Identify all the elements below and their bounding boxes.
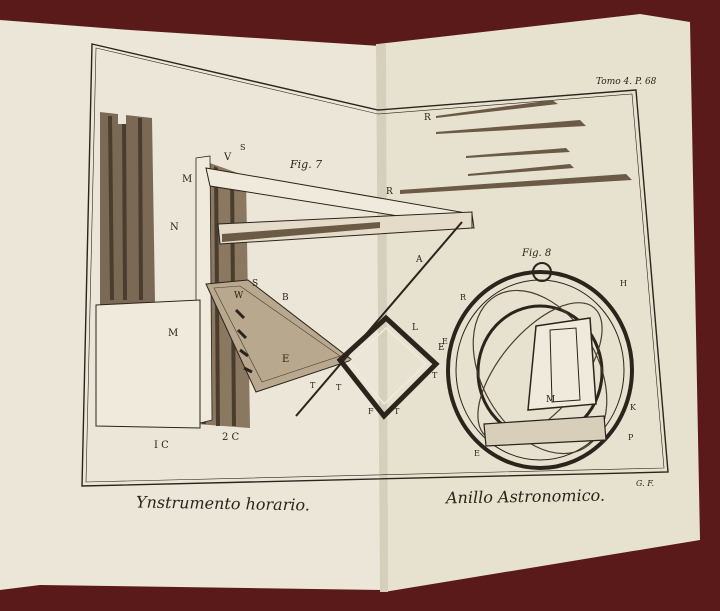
quadrant-dial [205, 279, 354, 393]
engraving-border [81, 43, 669, 487]
letter-ic: I C [154, 440, 169, 451]
base-plate [95, 299, 201, 429]
letter-n: N [170, 222, 179, 233]
letter-r2: R [386, 187, 393, 197]
engraving-border-inner [85, 47, 665, 483]
letter-2c: 2 C [222, 432, 240, 443]
letter-h: H [620, 279, 627, 288]
letter-r1: R [424, 113, 431, 123]
square-frame [295, 221, 463, 420]
plate-number: Tomo 4. P. 68 [596, 77, 657, 87]
astronomical-ring [446, 262, 634, 470]
letter-s: S [252, 279, 258, 289]
letter-m-box: M [168, 328, 178, 339]
letter-r3: R [460, 293, 467, 302]
letter-t2: T [336, 383, 342, 392]
letter-p: P [628, 433, 634, 442]
fig8-label: Fig. 8 [521, 248, 551, 259]
right-page [378, 14, 700, 592]
caption-left: Ynstrumento horario. [135, 492, 311, 515]
rods [400, 100, 632, 194]
letter-w: W [234, 291, 244, 301]
instrument-post [100, 112, 155, 306]
page-fold [376, 44, 388, 592]
engraving-letters: V S Fig. 7 M N M I C 2 C S W B E A L E T… [154, 113, 637, 458]
letter-k: K [630, 403, 637, 412]
fig7-label: Fig. 7 [289, 158, 322, 171]
letter-t4: T [394, 407, 400, 416]
letter-m-ring: M [546, 395, 555, 405]
letter-t1: T [432, 371, 438, 380]
letter-s-top: S [240, 143, 245, 152]
letter-e: E [282, 354, 289, 365]
letter-e3: E [442, 337, 448, 346]
letter-v: V [223, 152, 232, 163]
letter-b: B [282, 293, 289, 303]
letter-e4: E [474, 449, 480, 458]
letter-a: A [415, 255, 423, 265]
caption-right: Anillo Astronomico. [445, 485, 606, 508]
gnomon-arms [205, 167, 475, 245]
letter-t3: T [310, 381, 316, 390]
letter-e2: E [438, 343, 445, 353]
letter-m-top: M [182, 174, 192, 185]
letter-l: L [412, 323, 418, 333]
letter-f: F [368, 407, 374, 416]
engraver-signature: G. F. [636, 479, 655, 488]
